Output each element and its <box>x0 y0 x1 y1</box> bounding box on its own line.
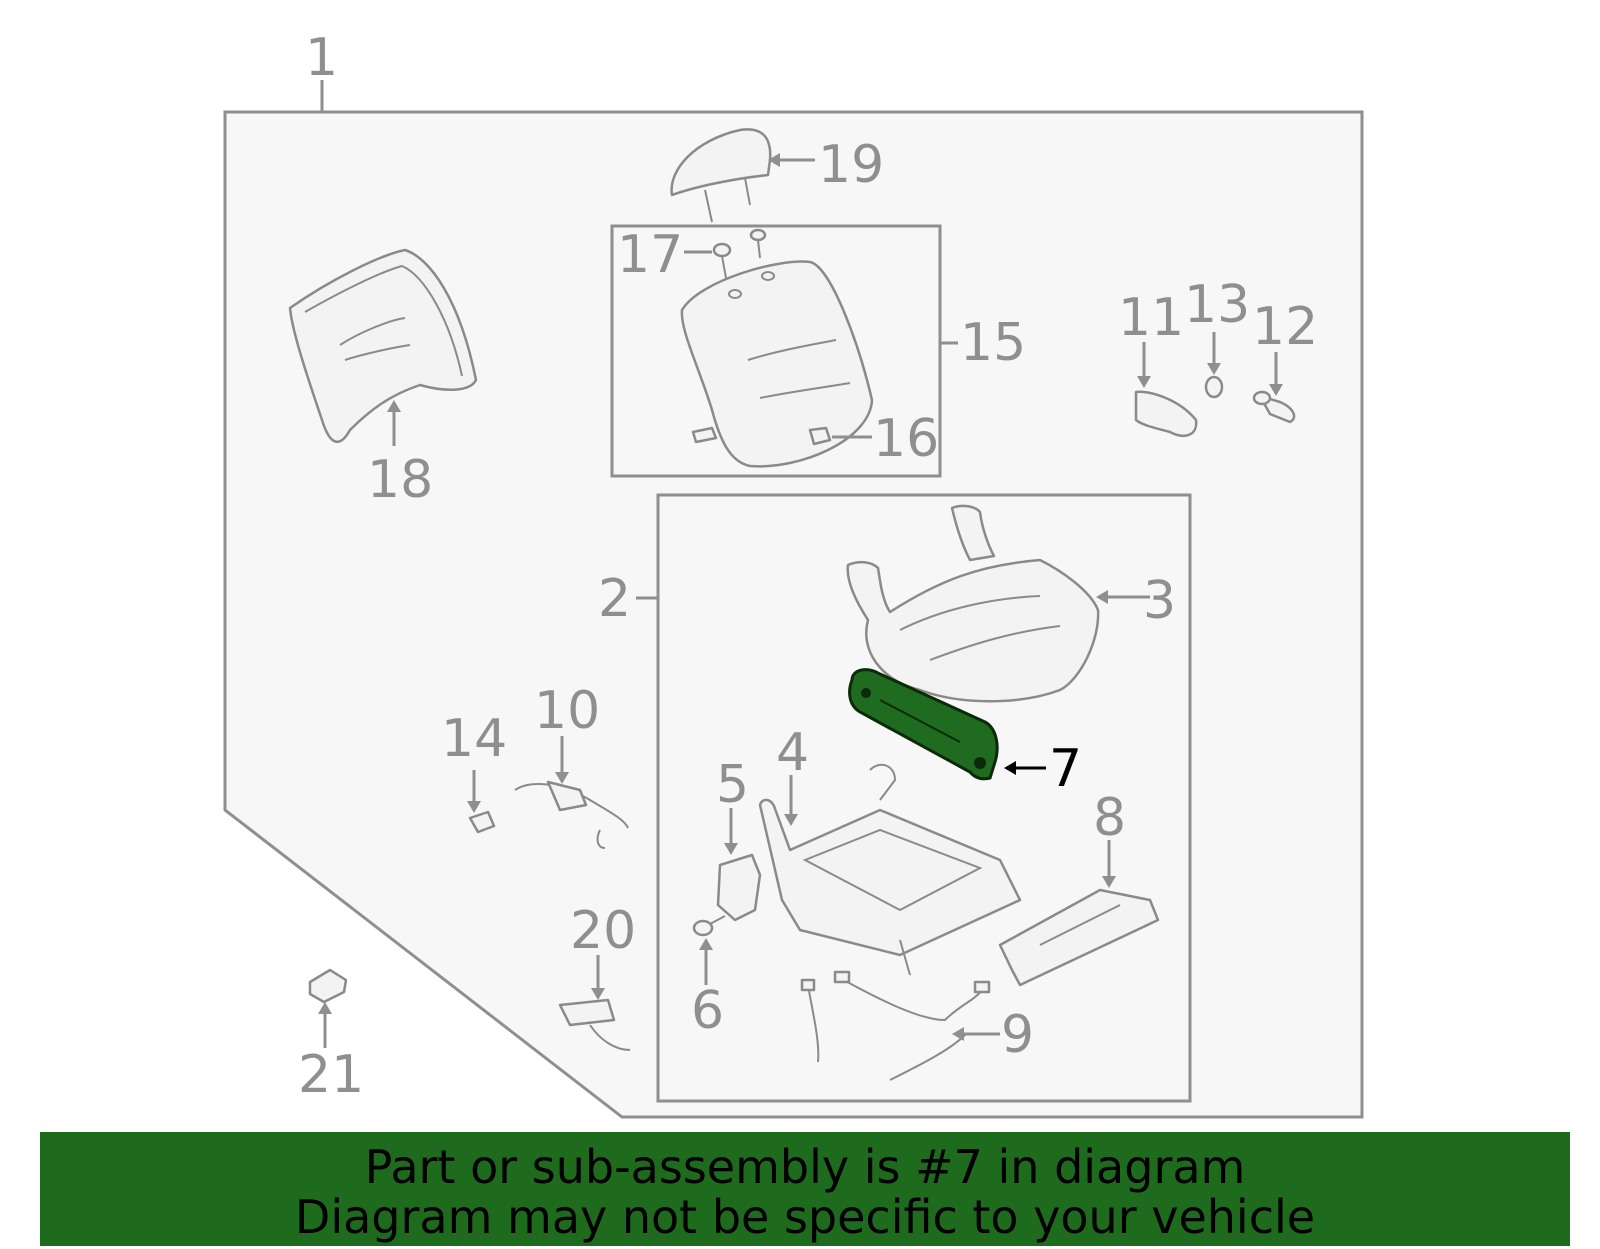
screw-6 <box>692 915 726 937</box>
callout-21: 21 <box>298 1045 364 1105</box>
callout-3: 3 <box>1143 571 1176 631</box>
wire-clip-10 <box>514 780 629 849</box>
cap-13 <box>1204 375 1224 399</box>
callout-9: 9 <box>1001 1005 1034 1065</box>
callout-13: 13 <box>1184 275 1250 335</box>
knob-12 <box>1252 390 1296 424</box>
callout-16: 16 <box>873 409 939 469</box>
callout-14: 14 <box>441 709 507 769</box>
callout-4: 4 <box>776 723 809 783</box>
callout-2: 2 <box>598 569 631 629</box>
callout-11: 11 <box>1118 288 1184 348</box>
assembly-1-outline <box>223 110 1364 1119</box>
grommet-21 <box>308 968 348 1004</box>
seat-frame-4 <box>758 763 1022 976</box>
callout-6: 6 <box>691 981 724 1041</box>
callout-17: 17 <box>617 225 683 285</box>
callout-1: 1 <box>305 28 338 88</box>
highlighted-part-7 <box>848 668 999 781</box>
headrest-19 <box>670 128 772 223</box>
callout-5: 5 <box>716 755 749 815</box>
clip-16 <box>691 426 832 446</box>
seatback-box-15 <box>610 224 942 478</box>
back-panel-18 <box>288 248 478 443</box>
seatback-15 <box>680 260 874 468</box>
callout-7: 7 <box>1049 739 1082 799</box>
banner-line-2: Diagram may not be specific to your vehi… <box>294 1190 1316 1244</box>
bracket-5 <box>716 853 762 922</box>
callout-19: 19 <box>818 135 884 195</box>
seat-cushion-3 <box>846 504 1100 703</box>
callout-18: 18 <box>367 450 433 510</box>
rail-8 <box>998 888 1160 987</box>
callout-12: 12 <box>1252 297 1318 357</box>
callout-8: 8 <box>1093 788 1126 848</box>
banner-line-1: Part or sub-assembly is #7 in diagram <box>364 1140 1246 1194</box>
cushion-box-2 <box>656 493 1192 1103</box>
callout-15: 15 <box>960 313 1026 373</box>
harness-9 <box>800 970 991 1081</box>
info-banner: Part or sub-assembly is #7 in diagram Di… <box>40 1132 1570 1246</box>
callout-10: 10 <box>534 681 600 741</box>
connector-20 <box>558 998 631 1051</box>
bolt-17 <box>712 228 767 279</box>
cover-11 <box>1134 390 1198 437</box>
callout-20: 20 <box>570 901 636 961</box>
clip-14 <box>468 810 496 834</box>
